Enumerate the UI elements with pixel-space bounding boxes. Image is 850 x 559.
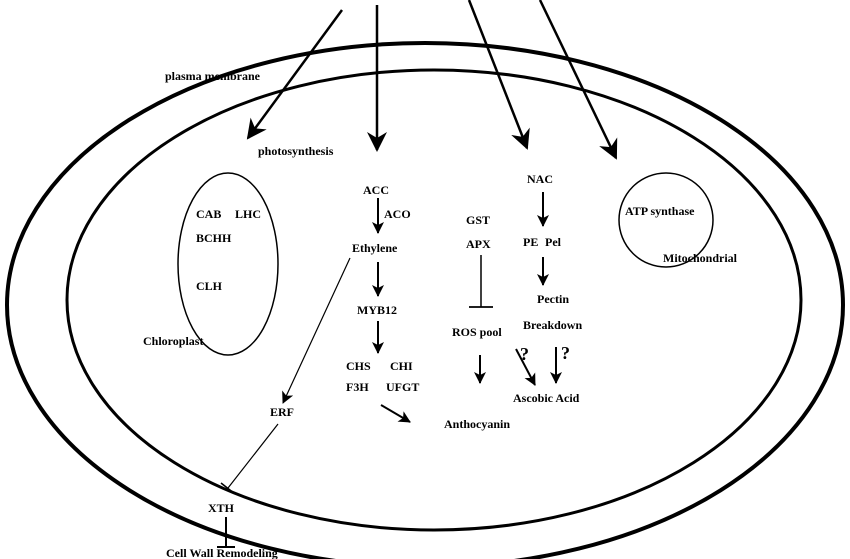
plasma-membrane-label: plasma membrane [165,69,261,83]
question-mark-1: ? [520,344,529,364]
chs-label: CHS [346,359,371,373]
bchh-label: BCHH [196,231,232,245]
ethylene-label: Ethylene [352,241,398,255]
f3h-label: F3H [346,380,369,394]
lhc-label: LHC [235,207,261,221]
cab-label: CAB [196,207,221,221]
mitochondrial-label: Mitochondrial [663,251,738,265]
pe-label: PE [523,235,538,249]
mitochondrion-shape [618,172,714,268]
signal-arrow-photosynthesis [246,9,344,140]
nac-label: NAC [527,172,553,186]
pectin-label: Pectin [537,292,569,306]
ufgt-label: UFGT [386,380,419,394]
myb12-label: MYB12 [357,303,397,317]
question-mark-2: ? [561,343,570,363]
acc-label: ACC [363,183,389,197]
ros-pool-label: ROS pool [452,325,502,339]
signal-arrow-nac [467,0,530,150]
signal-arrow-mitochondrion [538,0,618,160]
atp-synthase-label: ATP synthase [625,204,695,218]
plasma-membrane-outer [5,41,845,559]
apx-label: APX [466,237,491,251]
gst-label: GST [466,213,490,227]
pel-label: Pel [545,235,562,249]
chi-label: CHI [390,359,413,373]
inhibit-erf-xth [227,423,279,489]
clh-label: CLH [196,279,223,293]
xth-label: XTH [208,501,235,515]
ascobic-acid-label: Ascobic Acid [513,391,580,405]
erf-label: ERF [270,405,294,419]
arrow-ethylene-erf [282,257,351,404]
arrow-to-anthocyanin [380,404,411,423]
inhibit-erf-xth-bar [220,482,236,495]
plasma-membrane-inner [65,68,803,532]
breakdown-label: Breakdown [523,318,582,332]
chloroplast-shape [177,172,279,356]
photosynthesis-label: photosynthesis [258,144,334,158]
arrow-ros-ascobic [515,348,536,386]
anthocyanin-label: Anthocyanin [444,417,510,431]
cell-wall-label: Cell Wall Remodeling [166,546,278,559]
chloroplast-label: Chloroplast [143,334,203,348]
aco-label: ACO [384,207,411,221]
